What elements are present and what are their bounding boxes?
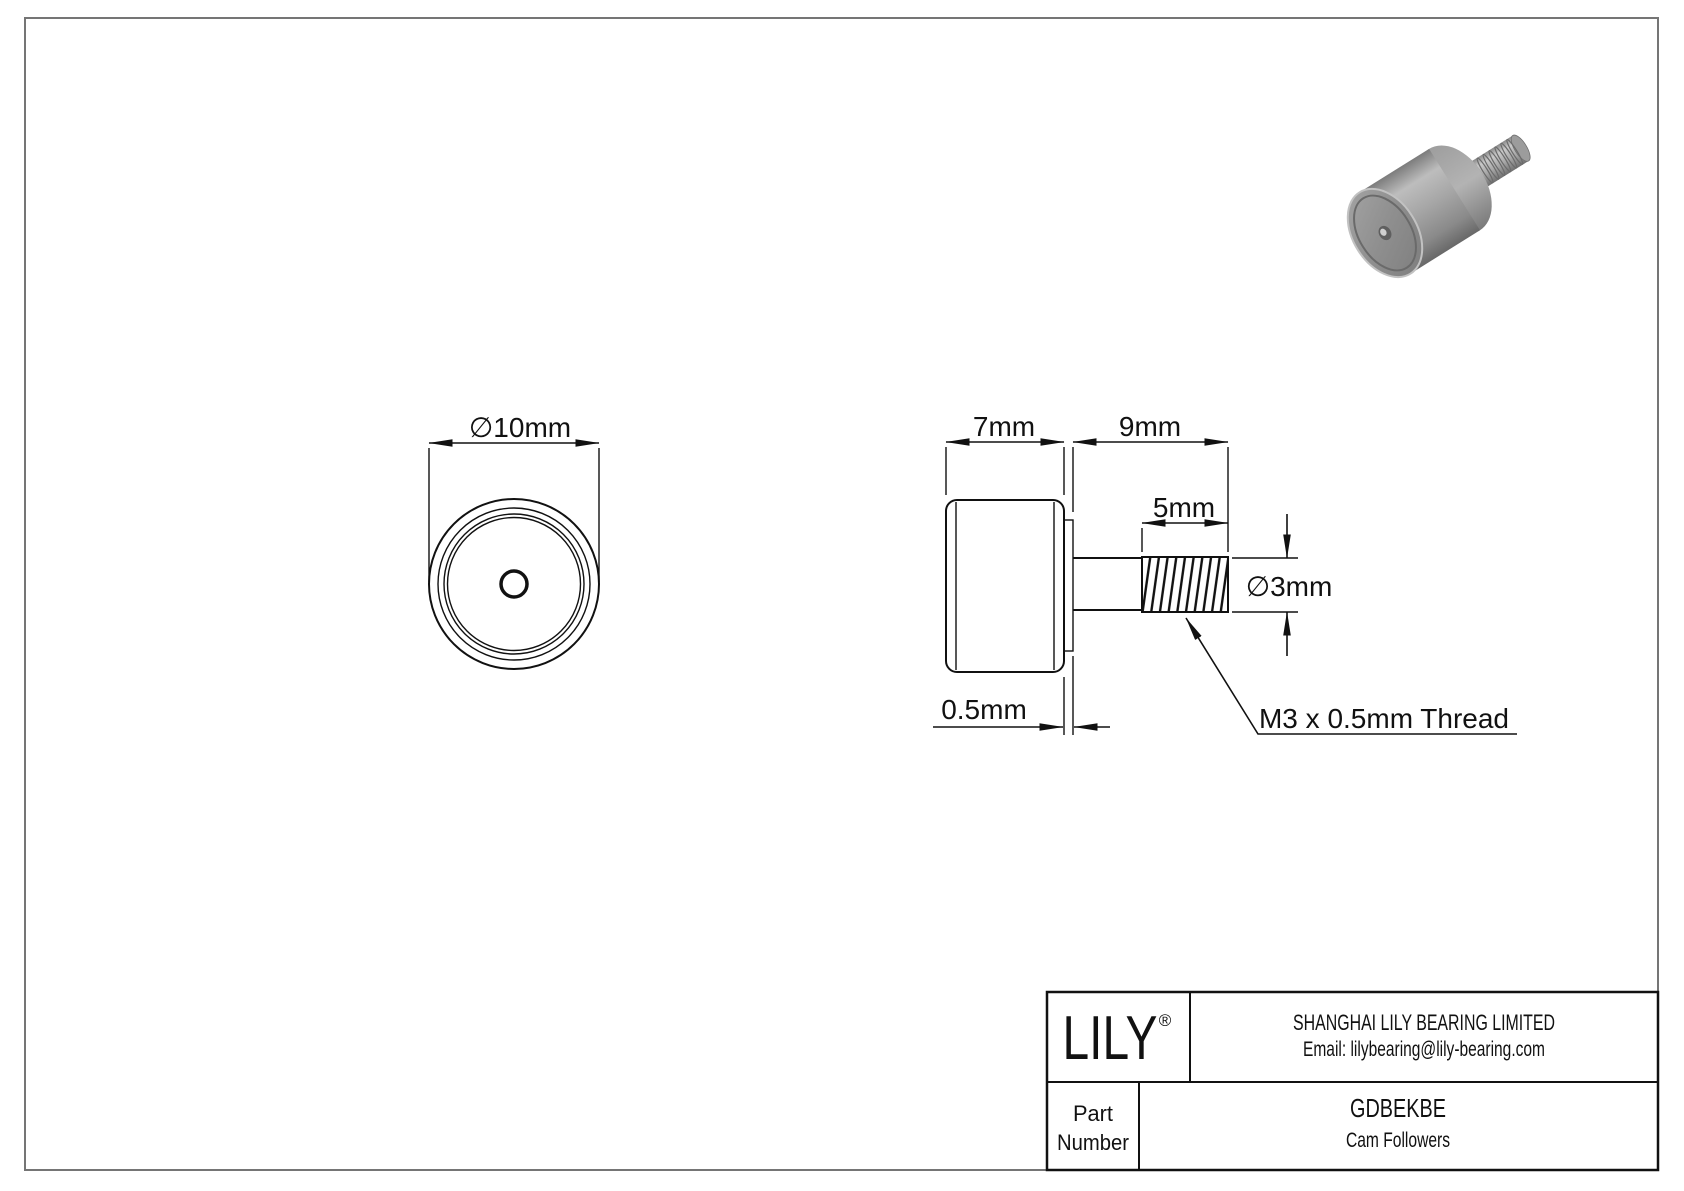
side-view-boss	[1063, 519, 1074, 652]
company-cell: SHANGHAI LILY BEARING LIMITED Email: lil…	[1293, 1010, 1555, 1061]
thread-length-dimension: 5mm	[1141, 492, 1229, 552]
thread-length-label: 5mm	[1153, 492, 1215, 523]
stud-length-dimension: 9mm	[1072, 411, 1229, 552]
body-width-label: 7mm	[973, 411, 1035, 442]
company-email: Email: lilybearing@lily-bearing.com	[1303, 1038, 1545, 1061]
side-view-thread	[1141, 556, 1229, 613]
part-label-line1: Part	[1073, 1101, 1113, 1126]
front-view: ∅10mm	[428, 412, 600, 670]
boss-width-label: 0.5mm	[941, 694, 1027, 725]
boss-width-dimension: 0.5mm	[933, 656, 1110, 735]
front-view-race-circle-outer	[443, 513, 585, 655]
logo-cell: LILY ®	[1063, 1004, 1172, 1073]
part-value-cell: GDBEKBE Cam Followers	[1346, 1093, 1450, 1152]
front-view-rim-circle	[437, 507, 591, 661]
registered-mark: ®	[1159, 1011, 1172, 1030]
side-view: 7mm 9mm 5mm ∅3mm 0.5m	[933, 411, 1517, 735]
front-view-race-circle-inner	[446, 516, 582, 652]
part-number-value: GDBEKBE	[1350, 1093, 1446, 1123]
stud-length-label: 9mm	[1119, 411, 1181, 442]
front-view-outer-circle	[428, 498, 600, 670]
part-number-cell: Part Number	[1057, 1101, 1129, 1155]
front-diameter-label: ∅10mm	[469, 412, 571, 443]
thread-note: M3 x 0.5mm Thread	[1185, 617, 1517, 735]
thread-note-label: M3 x 0.5mm Thread	[1259, 703, 1509, 734]
body-width-dimension: 7mm	[945, 411, 1065, 495]
title-block: LILY ® SHANGHAI LILY BEARING LIMITED Ema…	[1045, 990, 1660, 1172]
front-view-center-hole	[499, 569, 529, 599]
front-view-diameter-dimension: ∅10mm	[428, 412, 600, 582]
company-name: SHANGHAI LILY BEARING LIMITED	[1293, 1010, 1555, 1035]
body-barrel	[1359, 148, 1480, 274]
render-body	[1346, 145, 1492, 279]
part-label-line2: Number	[1057, 1130, 1129, 1155]
face-center-hole-highlight	[1380, 228, 1387, 236]
face-ring	[1353, 194, 1417, 272]
part-category: Cam Followers	[1346, 1129, 1450, 1152]
stud-end	[1510, 134, 1531, 162]
stud-diameter-dimension: ∅3mm	[1232, 514, 1332, 656]
stud-diameter-label: ∅3mm	[1246, 571, 1333, 602]
company-logo: LILY	[1063, 1004, 1158, 1073]
leader-line	[1185, 617, 1517, 735]
sheet-frame-border	[24, 17, 1659, 1171]
part-3d-render	[1346, 134, 1531, 279]
